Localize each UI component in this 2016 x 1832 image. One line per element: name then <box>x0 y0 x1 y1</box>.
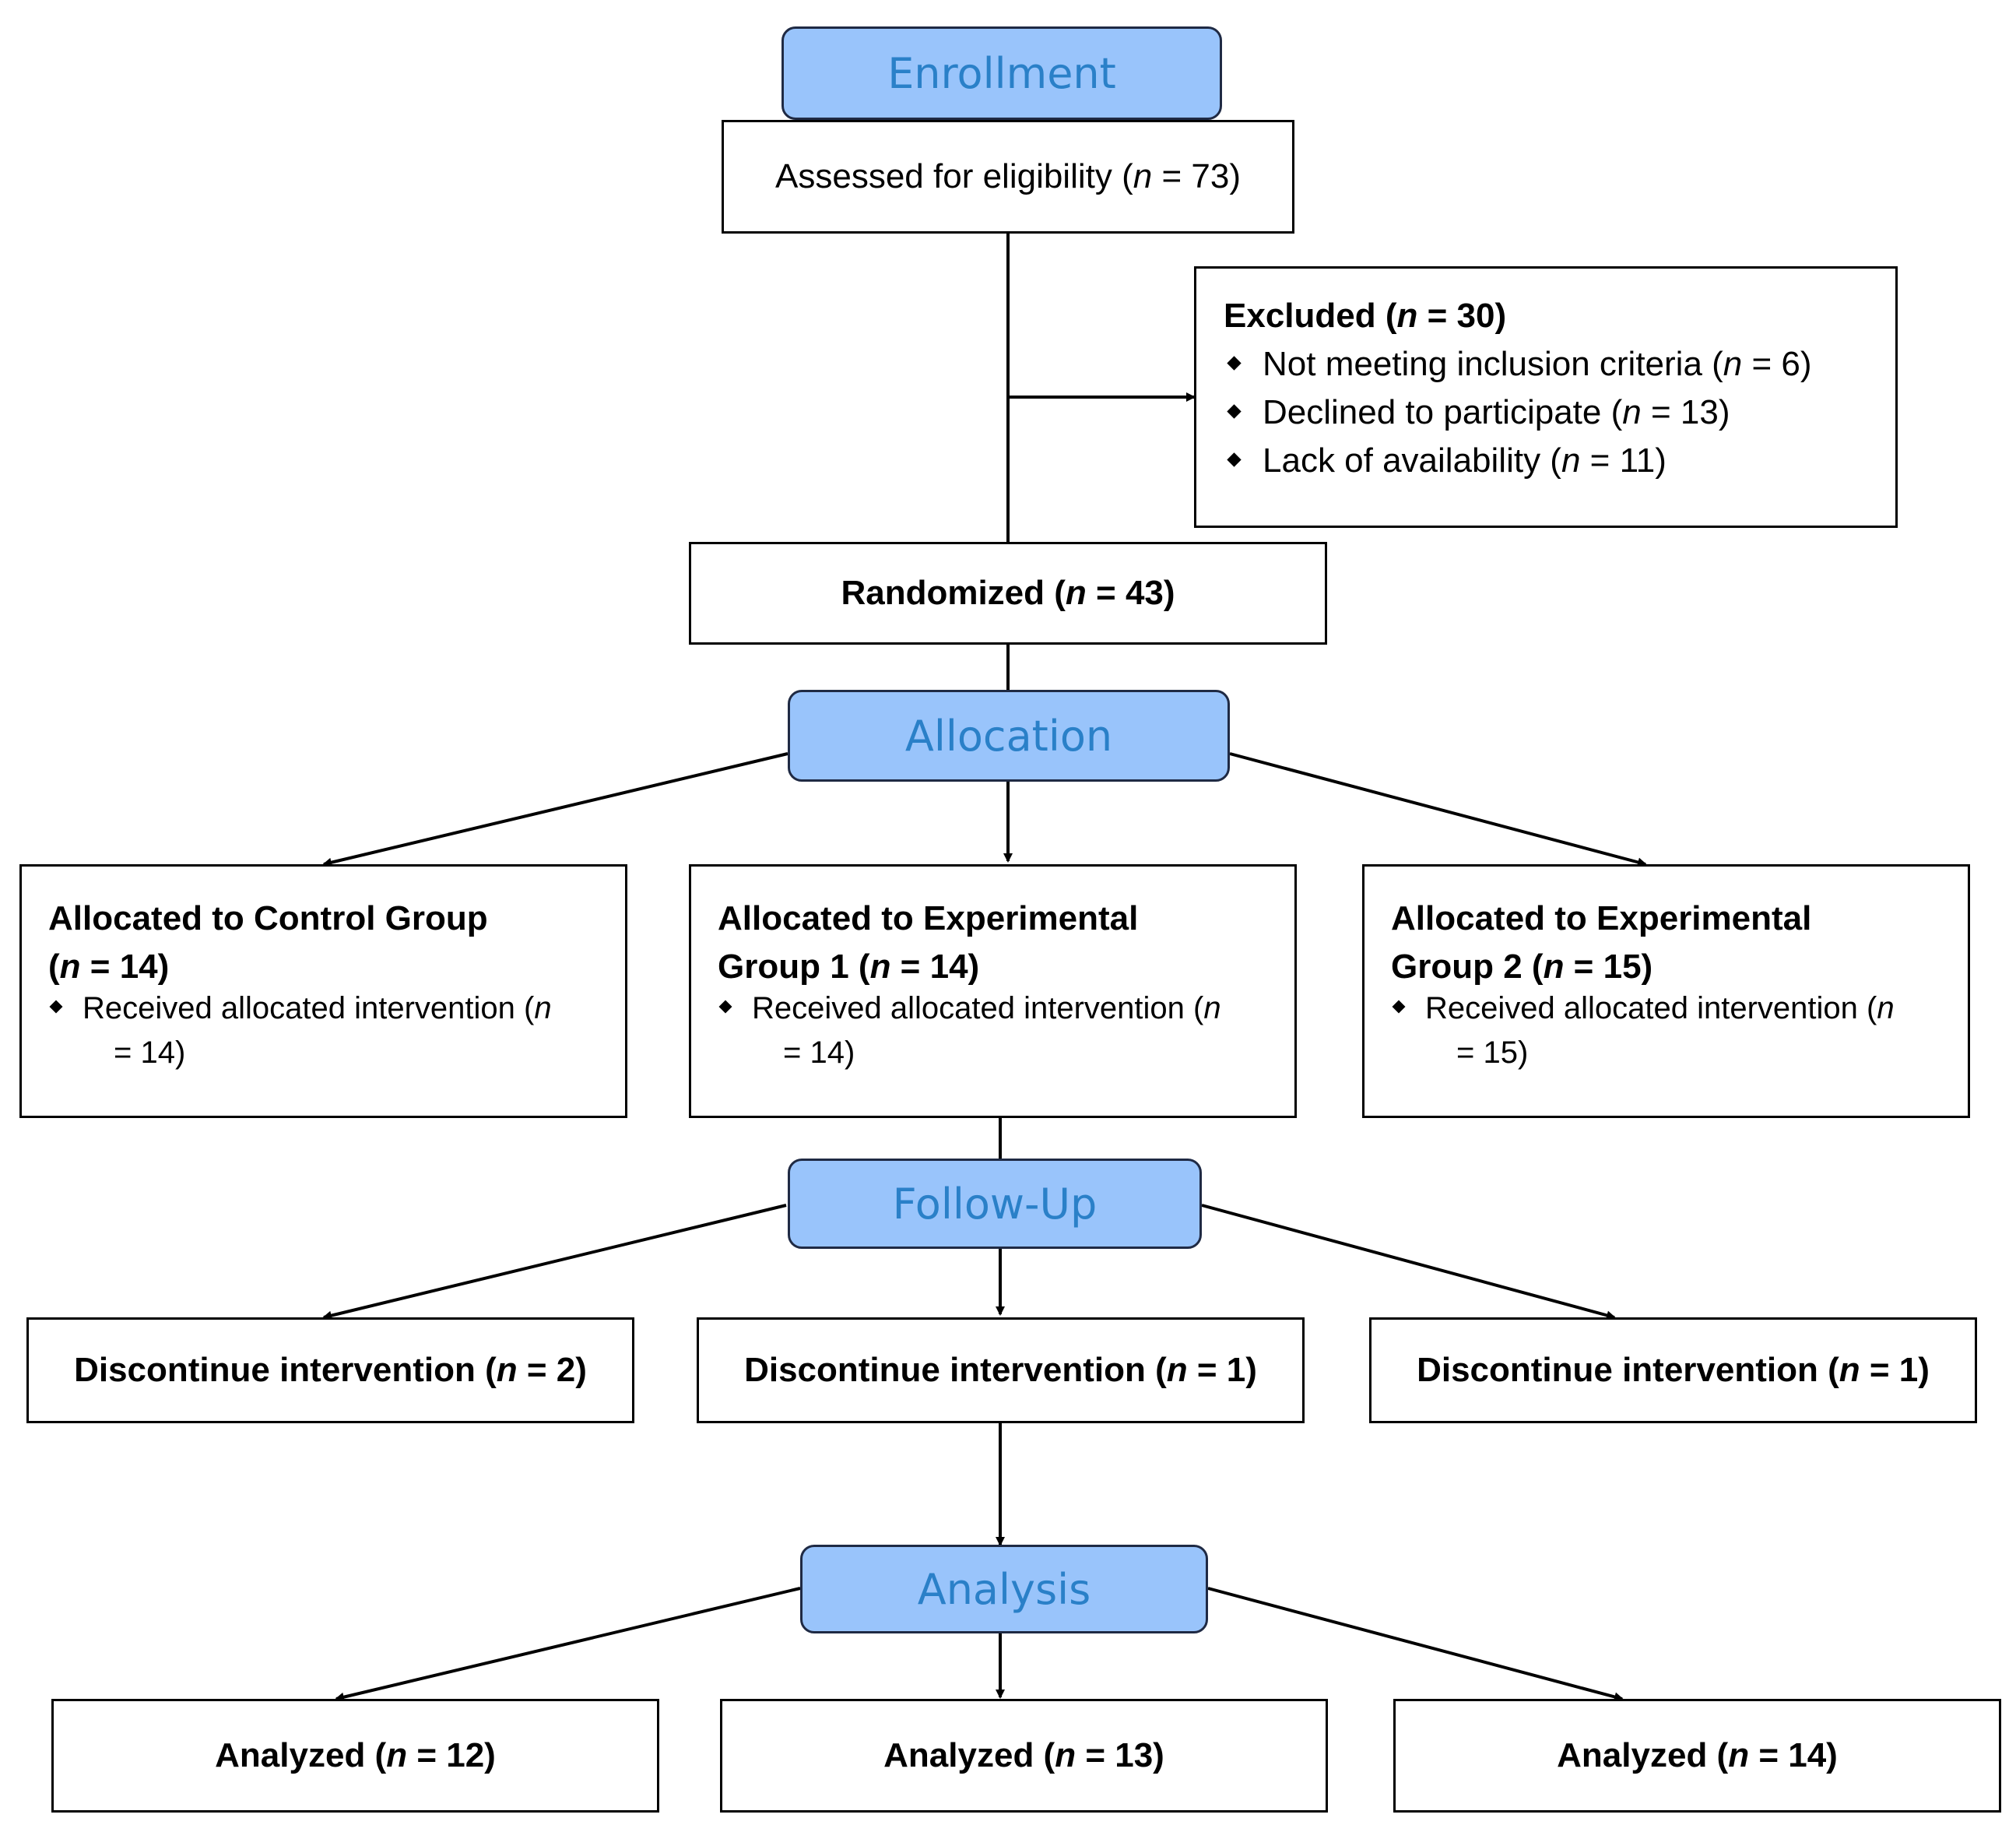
analyzed-box-2: Analyzed (n = 13) <box>720 1699 1328 1813</box>
randomized-box: Randomized (n = 43) <box>689 542 1327 645</box>
allocated-exp1-title: Allocated to Experimental Group 1 (n = 1… <box>718 899 1139 986</box>
discontinued-text-3: Discontinue intervention (n = 1) <box>1417 1351 1930 1389</box>
arrow-analysis-to-result-1 <box>335 1587 801 1702</box>
analyzed-box-1: Analyzed (n = 12) <box>51 1699 659 1813</box>
excluded-reason-1: Not meeting inclusion criteria (n = 6) <box>1227 345 1812 384</box>
excluded-reason-2: Declined to participate (n = 13) <box>1227 393 1730 432</box>
allocated-control-box: Allocated to Control Group (n = 14) Rece… <box>19 864 627 1118</box>
discontinued-box-1: Discontinue intervention (n = 2) <box>26 1317 634 1423</box>
arrow-followup-to-disc-3 <box>1201 1204 1616 1320</box>
allocated-exp1-received-count: = 14) <box>783 1036 855 1070</box>
bullet-diamond-icon <box>1227 404 1242 419</box>
allocated-exp2-title: Allocated to Experimental Group 2 (n = 1… <box>1391 899 1812 986</box>
allocated-exp2-received-count: = 15) <box>1456 1036 1529 1070</box>
excluded-title: Excluded (n = 30) <box>1224 297 1507 335</box>
stage-allocation-label: Allocation <box>904 711 1113 761</box>
randomized-text: Randomized (n = 43) <box>841 574 1175 612</box>
allocated-exp1-received: Received allocated intervention (n <box>718 991 1221 1026</box>
arrow-analysis-to-result-3 <box>1207 1587 1624 1702</box>
analyzed-box-3: Analyzed (n = 14) <box>1393 1699 2001 1813</box>
stage-enrollment: Enrollment <box>781 26 1222 120</box>
assessed-text: Assessed for eligibility (n = 73) <box>775 157 1241 195</box>
analyzed-text-2: Analyzed (n = 13) <box>883 1736 1164 1774</box>
assessed-box: Assessed for eligibility (n = 73) <box>722 120 1294 234</box>
discontinued-text-1: Discontinue intervention (n = 2) <box>74 1351 587 1389</box>
excluded-reason-3: Lack of availability (n = 11) <box>1227 441 1667 480</box>
stage-follow-up: Follow-Up <box>788 1159 1202 1249</box>
arrow-alloc-to-exp2 <box>1229 752 1647 867</box>
allocated-control-received-count: = 14) <box>114 1036 186 1070</box>
bullet-diamond-icon <box>1392 1000 1406 1014</box>
bullet-diamond-icon <box>718 1000 732 1014</box>
discontinued-box-2: Discontinue intervention (n = 1) <box>697 1317 1305 1423</box>
analyzed-text-3: Analyzed (n = 14) <box>1557 1736 1838 1774</box>
stage-analysis: Analysis <box>800 1545 1208 1633</box>
allocated-exp2-box: Allocated to Experimental Group 2 (n = 1… <box>1362 864 1970 1118</box>
discontinued-box-3: Discontinue intervention (n = 1) <box>1369 1317 1977 1423</box>
discontinued-text-2: Discontinue intervention (n = 1) <box>744 1351 1257 1389</box>
bullet-diamond-icon <box>1227 452 1242 467</box>
bullet-diamond-icon <box>49 1000 63 1014</box>
stage-follow-up-label: Follow-Up <box>892 1179 1098 1229</box>
allocated-exp1-box: Allocated to Experimental Group 1 (n = 1… <box>689 864 1297 1118</box>
stage-enrollment-label: Enrollment <box>887 48 1116 98</box>
excluded-box: Excluded (n = 30) Not meeting inclusion … <box>1194 266 1898 528</box>
stage-analysis-label: Analysis <box>917 1564 1091 1614</box>
analyzed-text-1: Analyzed (n = 12) <box>215 1736 496 1774</box>
arrow-followup-to-disc-1 <box>322 1204 787 1320</box>
stage-allocation: Allocation <box>788 690 1230 782</box>
allocated-control-received: Received allocated intervention (n <box>49 991 552 1026</box>
arrow-alloc-to-control <box>322 752 788 867</box>
allocated-control-title: Allocated to Control Group (n = 14) <box>48 899 488 986</box>
bullet-diamond-icon <box>1227 356 1242 371</box>
allocated-exp2-received: Received allocated intervention (n <box>1392 991 1895 1026</box>
